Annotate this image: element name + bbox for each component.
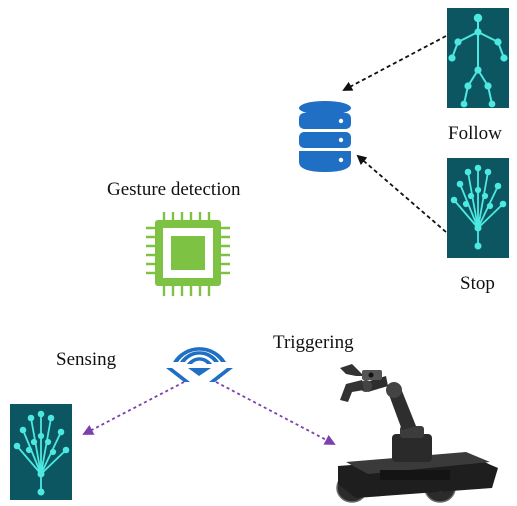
follow-card xyxy=(447,8,509,108)
arrow-signal-to-sensing xyxy=(82,381,185,435)
processor-chip-icon xyxy=(146,212,230,296)
arrow-follow-to-database xyxy=(342,35,447,91)
arrow-signal-to-robot xyxy=(215,381,336,445)
wireless-signal-icon xyxy=(166,347,233,382)
sensing-label: Sensing xyxy=(56,349,117,370)
stop-label: Stop xyxy=(460,273,495,294)
hand-skeleton-icon xyxy=(450,164,507,250)
robot-arm-rover-icon xyxy=(336,364,498,503)
triggering-label: Triggering xyxy=(273,332,354,353)
sensing-card xyxy=(10,404,72,500)
gesture-detection-label: Gesture detection xyxy=(107,179,241,200)
stop-card xyxy=(447,158,509,258)
database-icon xyxy=(299,101,351,172)
arrow-stop-to-database xyxy=(356,154,447,233)
body-skeleton-icon xyxy=(448,13,508,108)
hand-skeleton-icon xyxy=(13,410,70,496)
follow-label: Follow xyxy=(448,123,502,144)
